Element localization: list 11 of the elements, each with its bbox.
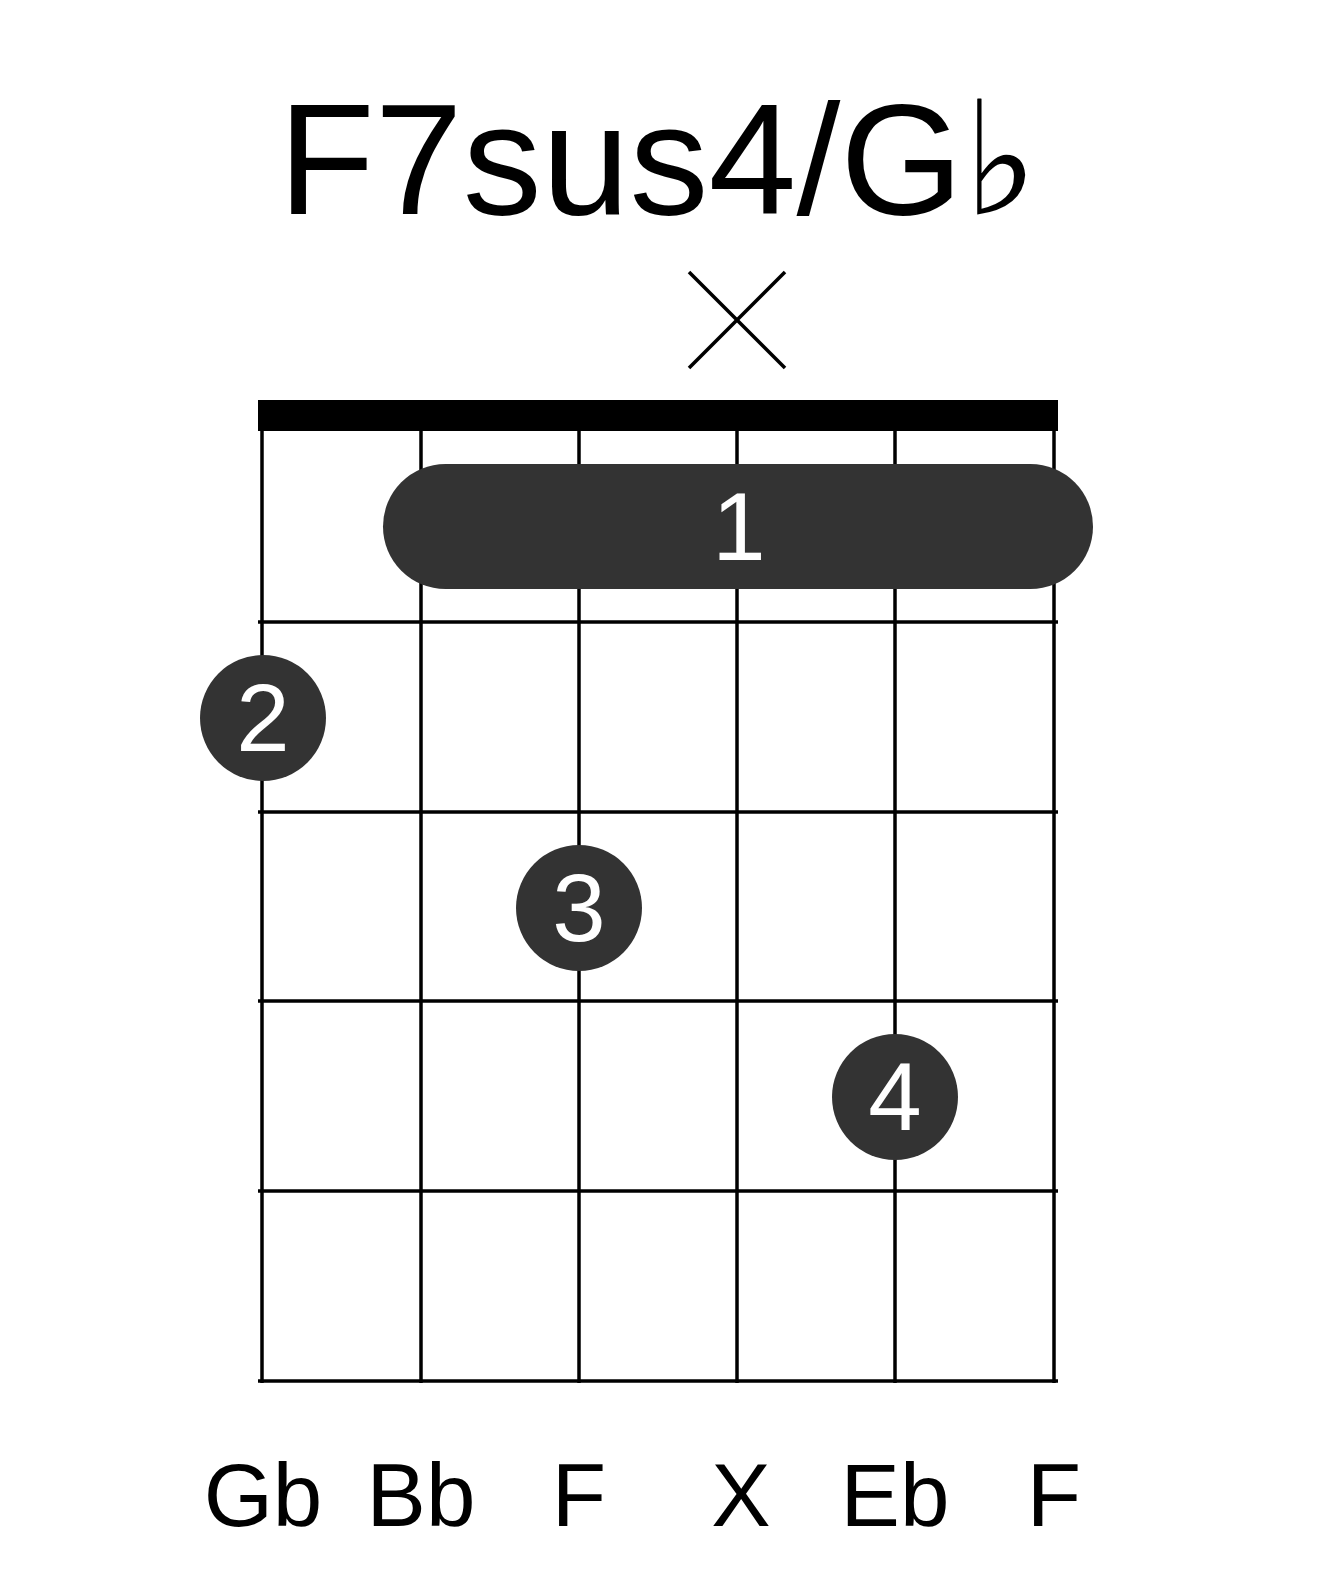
barre-finger-bar: 1 <box>383 464 1093 589</box>
string-note-label: Gb <box>203 1451 323 1540</box>
string-note-label: X <box>711 1451 771 1540</box>
string-note-label: F <box>551 1451 607 1540</box>
string-note-label: Eb <box>840 1451 950 1540</box>
string-note-label: F <box>1026 1451 1082 1540</box>
string-note-label: Bb <box>366 1451 476 1540</box>
finger-dot: 3 <box>516 845 642 971</box>
finger-dot: 4 <box>832 1034 958 1160</box>
chord-title: F7sus4/G♭ <box>278 80 1038 238</box>
finger-dot: 2 <box>200 655 326 781</box>
